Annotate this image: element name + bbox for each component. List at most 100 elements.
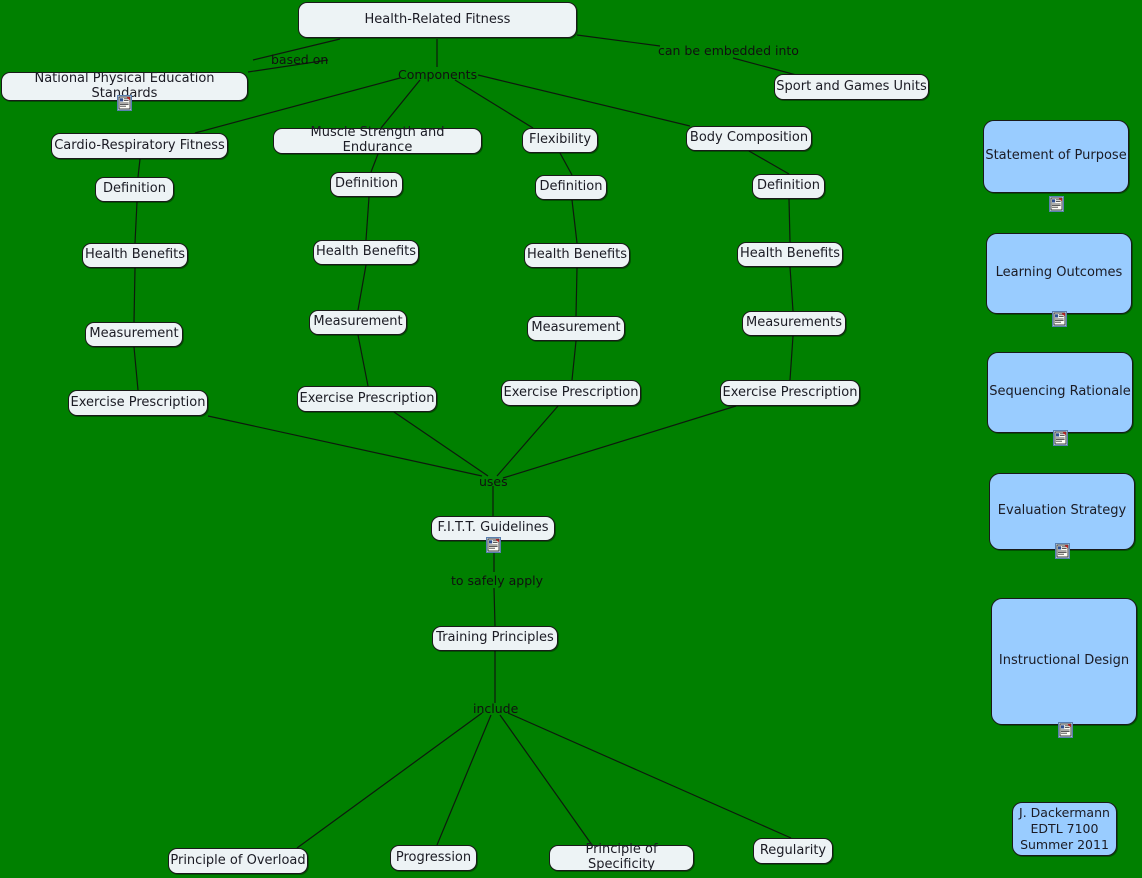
edge-exercise-prescription-muscle-to-uses <box>393 411 489 477</box>
edge-measurement-cardio-to-exercise-prescription-cardio <box>133 346 139 391</box>
edge-muscle-strength-and-endurance-to-definition-muscle <box>370 153 379 173</box>
node-exercise-prescription-muscle[interactable]: Exercise Prescription <box>297 386 437 412</box>
node-label: Cardio-Respiratory Fitness <box>54 137 225 153</box>
edge-health-benefits-body-to-measurements-body <box>789 266 794 312</box>
node-evaluation-strategy[interactable]: Evaluation Strategy <box>989 473 1135 550</box>
edge-measurements-body-to-exercise-prescription-body <box>789 335 794 381</box>
node-label: J. Dackermann EDTL 7100 Summer 2011 <box>1019 805 1110 852</box>
edge-label-to-safely-apply: to safely apply <box>451 573 544 588</box>
document-note-icon-learning-outcomes[interactable] <box>1052 311 1067 327</box>
node-definition-flexibility[interactable]: Definition <box>535 175 607 200</box>
node-flexibility[interactable]: Flexibility <box>522 128 598 153</box>
node-principle-of-specificity[interactable]: Principle of Specificity <box>549 842 694 872</box>
node-measurement-flexibility[interactable]: Measurement <box>527 316 625 341</box>
edge-components-to-body-composition <box>477 74 691 127</box>
node-sport-and-games-units[interactable]: Sport and Games Units <box>774 74 929 100</box>
node-label: Health-Related Fitness <box>364 11 511 27</box>
node-label: Muscle Strength and Endurance <box>310 125 445 155</box>
document-note-icon-statement-of-purpose[interactable] <box>1049 196 1064 212</box>
edge-components-to-muscle-strength-and-endurance <box>380 79 421 129</box>
node-principle-of-overload[interactable]: Principle of Overload <box>168 848 308 874</box>
node-training-principles[interactable]: Training Principles <box>432 626 558 651</box>
node-label: Measurements <box>745 315 843 331</box>
edge-definition-muscle-to-health-benefits-muscle <box>365 196 370 241</box>
edge-cardio-respiratory-fitness-to-definition-cardio <box>137 158 141 178</box>
node-label: Measurement <box>531 320 621 336</box>
node-health-benefits-flexibility[interactable]: Health Benefits <box>524 243 630 268</box>
node-label: Exercise Prescription <box>70 394 206 410</box>
node-label: Measurement <box>313 314 403 330</box>
node-body-composition[interactable]: Body Composition <box>686 126 812 151</box>
edge-definition-flexibility-to-health-benefits-flexibility <box>571 199 578 244</box>
node-definition-cardio[interactable]: Definition <box>95 177 174 202</box>
edge-include-to-progression <box>436 714 492 846</box>
node-exercise-prescription-flexibility[interactable]: Exercise Prescription <box>501 380 641 406</box>
edge-measurement-flexibility-to-exercise-prescription-flexibility <box>571 340 577 381</box>
edge-health-related-fitness-to-can-be-embedded-into <box>576 34 661 47</box>
node-label: Progression <box>395 849 472 865</box>
node-label: Measurement <box>89 326 179 342</box>
node-label: Regularity <box>759 842 827 858</box>
document-note-icon-national-physical-education-standards[interactable] <box>117 95 132 111</box>
node-author-credit[interactable]: J. Dackermann EDTL 7100 Summer 2011 <box>1012 802 1117 856</box>
node-instructional-design[interactable]: Instructional Design <box>991 598 1137 725</box>
node-measurements-body[interactable]: Measurements <box>742 311 846 336</box>
edge-exercise-prescription-flexibility-to-uses <box>496 405 559 477</box>
node-label: Definition <box>103 181 166 197</box>
node-label: Principle of Overload <box>170 852 306 868</box>
node-label: Definition <box>335 176 398 192</box>
edge-health-benefits-flexibility-to-measurement-flexibility <box>575 267 578 317</box>
node-label: Sequencing Rationale <box>989 384 1131 400</box>
node-health-benefits-muscle[interactable]: Health Benefits <box>313 240 419 265</box>
document-note-icon-fitt-guidelines[interactable] <box>486 537 501 553</box>
node-health-related-fitness[interactable]: Health-Related Fitness <box>298 2 577 38</box>
node-label: Body Composition <box>689 130 809 146</box>
edge-components-to-flexibility <box>454 79 534 129</box>
node-label: Sport and Games Units <box>776 78 927 94</box>
edge-body-composition-to-definition-body <box>748 150 790 175</box>
node-label: Exercise Prescription <box>722 384 858 400</box>
edge-flexibility-to-definition-flexibility <box>559 152 573 176</box>
node-label: Definition <box>757 178 820 194</box>
node-definition-muscle[interactable]: Definition <box>330 172 403 197</box>
edge-label-include: include <box>473 701 519 716</box>
node-label: Exercise Prescription <box>299 390 435 406</box>
edge-label-based-on: based on <box>271 52 329 67</box>
node-definition-body[interactable]: Definition <box>752 174 825 199</box>
edge-measurement-muscle-to-exercise-prescription-muscle <box>357 334 369 387</box>
node-label: Health Benefits <box>739 246 841 262</box>
node-health-benefits-body[interactable]: Health Benefits <box>737 242 843 267</box>
edge-label-components: Components <box>398 67 478 82</box>
edge-exercise-prescription-body-to-uses <box>502 405 737 479</box>
node-label: Definition <box>539 179 603 195</box>
document-note-icon-evaluation-strategy[interactable] <box>1055 543 1070 559</box>
node-health-benefits-cardio[interactable]: Health Benefits <box>82 243 188 268</box>
edge-definition-cardio-to-health-benefits-cardio <box>134 201 138 244</box>
edge-include-to-regularity <box>507 712 792 839</box>
node-label: Health Benefits <box>84 247 186 263</box>
node-sequencing-rationale[interactable]: Sequencing Rationale <box>987 352 1133 433</box>
edge-health-benefits-muscle-to-measurement-muscle <box>357 264 367 311</box>
node-label: Evaluation Strategy <box>997 503 1127 519</box>
node-regularity[interactable]: Regularity <box>753 838 833 864</box>
node-fitt-guidelines[interactable]: F.I.T.T. Guidelines <box>431 516 555 541</box>
node-exercise-prescription-body[interactable]: Exercise Prescription <box>720 380 860 406</box>
node-progression[interactable]: Progression <box>390 845 477 871</box>
node-label: Flexibility <box>528 132 592 148</box>
document-note-icon-instructional-design[interactable] <box>1058 722 1073 738</box>
edge-health-benefits-cardio-to-measurement-cardio <box>133 267 136 323</box>
node-exercise-prescription-cardio[interactable]: Exercise Prescription <box>68 390 208 416</box>
node-measurement-cardio[interactable]: Measurement <box>85 322 183 347</box>
node-cardio-respiratory-fitness[interactable]: Cardio-Respiratory Fitness <box>51 133 228 159</box>
node-muscle-strength-and-endurance[interactable]: Muscle Strength and Endurance <box>273 125 482 155</box>
node-label: F.I.T.T. Guidelines <box>437 520 549 536</box>
node-learning-outcomes[interactable]: Learning Outcomes <box>986 233 1132 314</box>
node-label: Principle of Specificity <box>585 842 658 872</box>
document-note-icon-sequencing-rationale[interactable] <box>1053 430 1068 446</box>
node-label: Learning Outcomes <box>995 265 1123 281</box>
node-measurement-muscle[interactable]: Measurement <box>309 310 407 335</box>
node-statement-of-purpose[interactable]: Statement of Purpose <box>983 120 1129 193</box>
edge-include-to-principle-of-specificity <box>499 714 593 846</box>
edge-definition-body-to-health-benefits-body <box>788 198 791 243</box>
